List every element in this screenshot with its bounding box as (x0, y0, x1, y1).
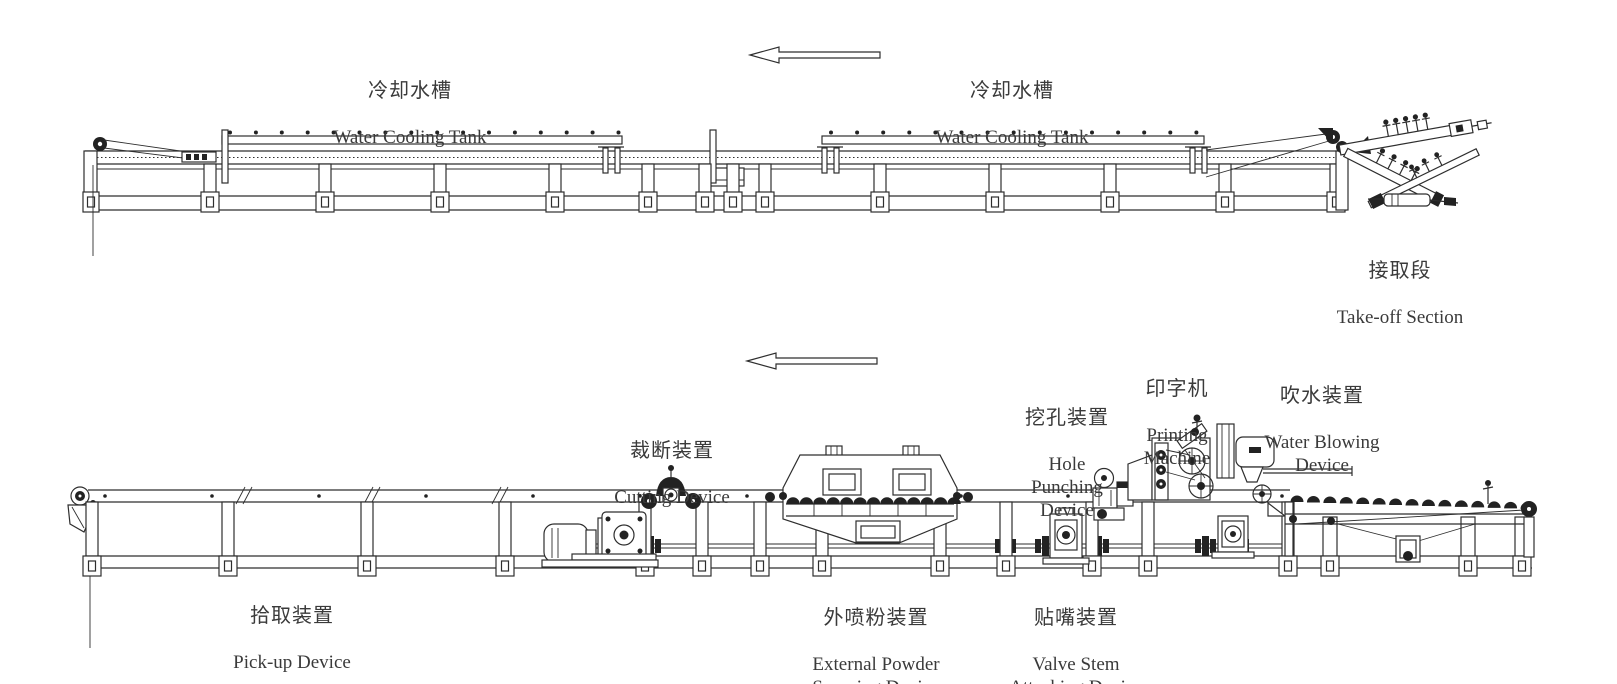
label-hole-punching-device-zh: 挖孔装置 (1025, 407, 1109, 429)
label-valve-stem-attaching-device-zh: 贴嘴装置 (1033, 607, 1118, 629)
label-valve-stem-attaching-device: 贴嘴装置 Valve Stem Attaching Device (1009, 584, 1142, 684)
take-off-conveyor-drawing (1284, 480, 1537, 563)
label-water-cooling-tank-left: 冷却水槽 Water Cooling Tank (334, 57, 487, 172)
label-water-cooling-tank-left-zh: 冷却水槽 (367, 80, 452, 102)
label-external-powder-spraying-device: 外喷粉装置 External Powder Spraying Device (812, 584, 939, 684)
label-take-off-section: 接取段 Take-off Section (1337, 237, 1464, 352)
label-pick-up-device-zh: 拾取装置 (250, 605, 334, 627)
label-hole-punching-device-en: Hole Punching Device (1031, 454, 1103, 521)
label-cutting-device-zh: 裁断装置 (630, 440, 714, 462)
label-cutting-device-en: Cutting Device (614, 487, 730, 508)
label-water-cooling-tank-left-en: Water Cooling Tank (333, 127, 487, 148)
take-off-section-drawing (1205, 112, 1492, 211)
hole-punching-device-drawing (1092, 467, 1134, 521)
valve-stem-attaching-device-drawing (1042, 507, 1090, 565)
label-water-cooling-tank-right-en: Water Cooling Tank (935, 127, 1089, 148)
label-printing-machine: 印字机 Printing Machine (1144, 355, 1210, 493)
label-pick-up-device: 拾取装置 Pick-up Device (233, 582, 351, 684)
label-water-blowing-device: 吹水装置 Water Blowing Device (1264, 362, 1379, 500)
label-external-powder-spraying-device-en: External Powder Spraying Device (812, 654, 940, 684)
label-valve-stem-attaching-device-en: Valve Stem Attaching Device (1009, 654, 1142, 684)
label-take-off-section-zh: 接取段 (1368, 260, 1432, 282)
label-printing-machine-en: Printing Machine (1143, 425, 1211, 469)
cutting-device-drawing (541, 465, 701, 568)
external-powder-spraying-device-drawing (765, 445, 973, 544)
label-printing-machine-zh: 印字机 (1145, 378, 1209, 400)
label-cutting-device: 裁断装置 Cutting Device (614, 417, 730, 532)
water-cooling-tank-drawing (82, 129, 1347, 256)
label-hole-punching-device: 挖孔装置 Hole Punching Device (1025, 384, 1109, 545)
label-external-powder-spraying-device-zh: 外喷粉装置 (823, 607, 929, 629)
flow-arrow-top-icon (747, 46, 881, 64)
flow-arrow-bottom-icon (744, 352, 878, 370)
label-take-off-section-en: Take-off Section (1336, 307, 1464, 328)
label-pick-up-device-en: Pick-up Device (233, 652, 351, 673)
printing-machine-drawing (1127, 414, 1214, 501)
water-blowing-device-drawing (1211, 423, 1353, 559)
label-water-blowing-device-zh: 吹水装置 (1280, 385, 1364, 407)
label-water-blowing-device-en: Water Blowing Device (1264, 432, 1380, 476)
label-water-cooling-tank-right-zh: 冷却水槽 (969, 80, 1054, 102)
label-water-cooling-tank-right: 冷却水槽 Water Cooling Tank (936, 57, 1089, 172)
